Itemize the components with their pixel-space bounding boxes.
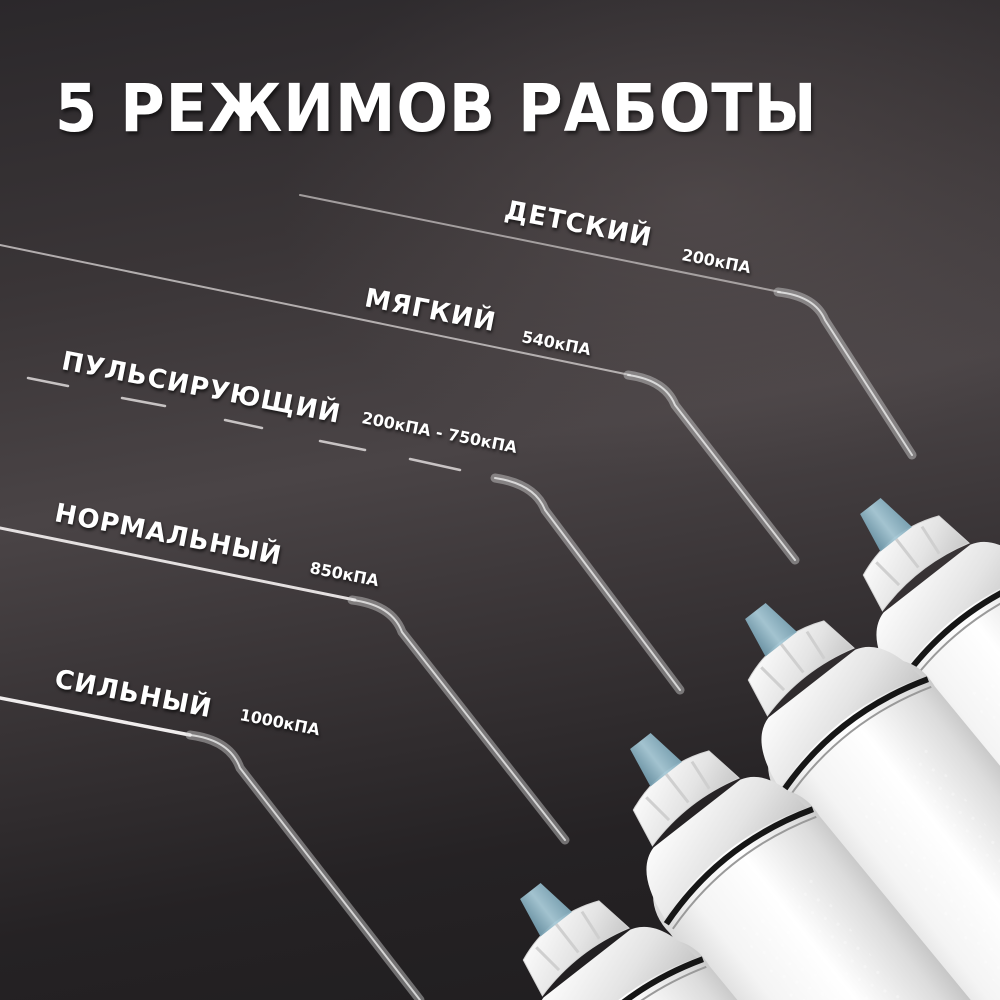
page-title: 5 РЕЖИМОВ РАБОТЫ: [55, 70, 818, 147]
nozzle-tubes: [185, 287, 917, 1000]
water-streams: [0, 194, 781, 737]
